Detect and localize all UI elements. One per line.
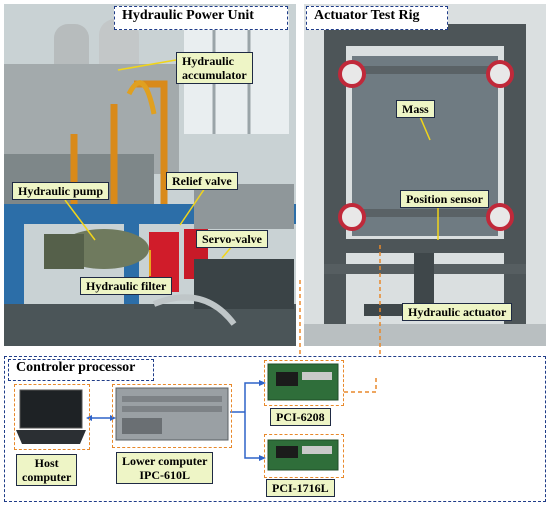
leader-accumulator (117, 59, 177, 71)
lower-computer-frame (112, 384, 232, 448)
controller-panel (4, 356, 546, 502)
label-hydraulic-actuator: Hydraulic actuator (402, 303, 513, 321)
label-mass: Mass (396, 100, 435, 118)
label-lower-computer: Lower computer IPC-610L (116, 452, 214, 484)
label-servo-valve: Servo-valve (196, 230, 268, 248)
orange-route-right (342, 378, 377, 393)
laptop-icon (16, 389, 86, 444)
arrow-lower-pci (230, 382, 262, 459)
rig-photo (304, 4, 546, 346)
pci6208-card-icon (267, 363, 339, 401)
label-hydraulic-pump: Hydraulic pump (12, 182, 110, 200)
label-relief-valve: Relief valve (166, 172, 238, 190)
label-hydraulic-filter: Hydraulic filter (80, 277, 173, 295)
leader-pump (64, 199, 96, 241)
controller-title: Controler processor (12, 360, 140, 376)
host-computer-frame (14, 384, 90, 450)
leader-relief-valve (179, 187, 206, 226)
label-accumulator: Hydraulic accumulator (176, 52, 253, 84)
hpu-title: Hydraulic Power Unit (118, 8, 258, 24)
pci1716l-frame (264, 434, 344, 478)
pci1716l-card-icon (267, 439, 339, 471)
label-host-computer: Host computer (16, 454, 78, 486)
label-pci1716l: PCI-1716L (266, 479, 335, 497)
label-position-sensor: Position sensor (400, 190, 490, 208)
label-pci6208: PCI-6208 (270, 408, 331, 426)
pci6208-frame (264, 360, 344, 406)
industrial-pc-icon (115, 387, 229, 441)
rig-title: Actuator Test Rig (310, 8, 424, 24)
